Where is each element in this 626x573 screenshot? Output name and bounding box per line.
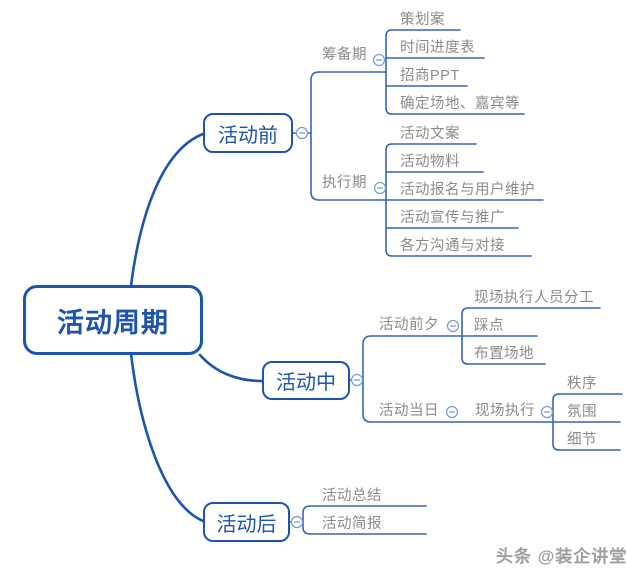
topic-order[interactable]: 秩序: [567, 376, 597, 392]
collapse-minus-icon-after[interactable]: [290, 515, 304, 529]
topic-venue-guests[interactable]: 确定场地、嘉宾等: [400, 96, 520, 112]
collapse-minus-icon-eve[interactable]: [446, 319, 460, 333]
branch-node-during-activity[interactable]: 活动中: [262, 361, 350, 400]
topic-activity-materials[interactable]: 活动物料: [400, 154, 460, 170]
topic-onsite-execution[interactable]: 现场执行: [475, 403, 535, 419]
collapse-minus-icon-exec[interactable]: [373, 181, 387, 195]
branch-node-after-activity[interactable]: 活动后: [203, 502, 290, 542]
root-node-activity-cycle[interactable]: 活动周期: [23, 285, 203, 355]
bracket-onsite-children: [552, 393, 560, 451]
topic-activity-eve[interactable]: 活动前夕: [379, 317, 439, 333]
topic-schedule[interactable]: 时间进度表: [400, 40, 475, 56]
bracket-after-children: [302, 505, 311, 535]
curve-root-to-during: [198, 353, 264, 383]
collapse-minus-icon-eventday[interactable]: [445, 405, 459, 419]
topic-activity-briefing[interactable]: 活动简报: [322, 516, 382, 532]
collapse-minus-icon-before[interactable]: [295, 126, 309, 140]
branch-node-before-activity[interactable]: 活动前: [203, 113, 293, 153]
topic-onsite-staff-division[interactable]: 现场执行人员分工: [474, 290, 594, 306]
topic-prep-period[interactable]: 筹备期: [322, 47, 367, 63]
bracket-during-children: [362, 335, 372, 423]
topic-details[interactable]: 细节: [567, 432, 597, 448]
topic-site-visit[interactable]: 踩点: [474, 318, 504, 334]
bracket-eve-children: [461, 307, 469, 365]
bracket-prep-children: [385, 29, 393, 115]
bracket-before-children: [310, 71, 320, 201]
topic-plan-doc[interactable]: 策划案: [400, 12, 445, 28]
topic-communication[interactable]: 各方沟通与对接: [400, 238, 505, 254]
topic-event-day[interactable]: 活动当日: [379, 403, 439, 419]
watermark-toutiao-author: 头条 @装企讲堂: [496, 547, 626, 566]
collapse-minus-icon-prep[interactable]: [372, 53, 386, 67]
topic-investment-ppt[interactable]: 招商PPT: [400, 68, 460, 84]
topic-signup-user-maintenance[interactable]: 活动报名与用户维护: [400, 182, 535, 198]
topic-exec-period[interactable]: 执行期: [322, 175, 367, 191]
topic-atmosphere[interactable]: 氛围: [567, 404, 597, 420]
topic-promotion[interactable]: 活动宣传与推广: [400, 210, 505, 226]
curve-root-to-before: [129, 132, 205, 288]
collapse-minus-icon-onsite[interactable]: [540, 405, 554, 419]
topic-activity-copy[interactable]: 活动文案: [400, 126, 460, 142]
collapse-minus-icon-during[interactable]: [350, 373, 364, 387]
topic-activity-summary[interactable]: 活动总结: [322, 488, 382, 504]
curve-root-to-after: [129, 352, 205, 523]
topic-venue-setup[interactable]: 布置场地: [474, 346, 534, 362]
